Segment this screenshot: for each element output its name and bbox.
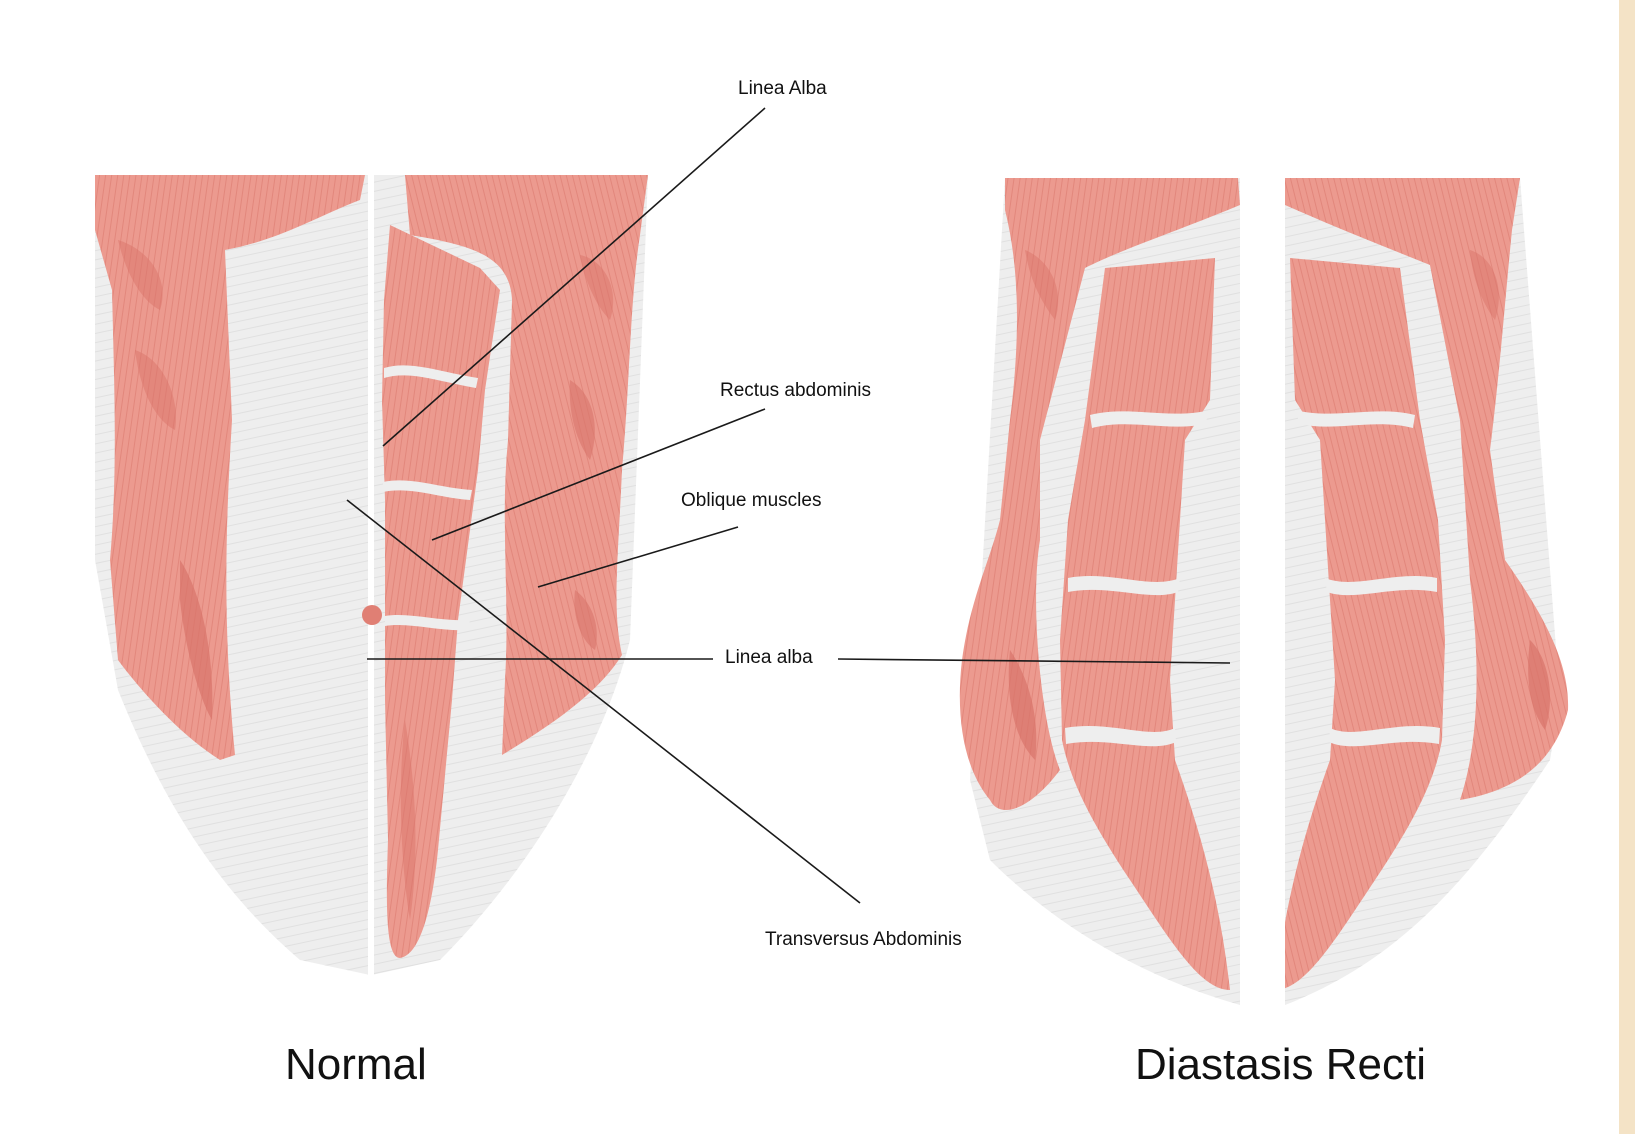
normal-rectus-shade	[400, 720, 416, 920]
diastasis-left-rib-shade	[1025, 250, 1059, 320]
normal-left-oblique	[95, 175, 365, 760]
diastasis-right-rectus-intersection-2	[1325, 576, 1437, 596]
label-transversus-abdominis: Transversus Abdominis	[765, 929, 962, 950]
diastasis-left-rectus	[1060, 258, 1230, 990]
diastasis-right-rib-shade	[1470, 250, 1499, 320]
diastasis-left-oblique-shade	[1008, 650, 1037, 760]
normal-left-rib-shade	[118, 240, 163, 310]
caption-normal: Normal	[285, 1040, 427, 1089]
leader-lines	[346, 107, 1231, 904]
diastasis-left-oblique	[959, 178, 1240, 810]
normal-navel	[362, 605, 382, 625]
leader-transversus-abdominis	[346, 499, 861, 904]
diastasis-right-rectus-intersection-3	[1329, 726, 1440, 747]
normal-torso	[95, 175, 648, 975]
leader-linea-alba-top	[382, 107, 766, 447]
leader-linea-alba-mid-right	[837, 658, 1231, 664]
label-rectus-abdominis: Rectus abdominis	[720, 380, 872, 401]
normal-rectus-intersection-2	[383, 480, 472, 500]
caption-diastasis-recti: Diastasis Recti	[1135, 1040, 1426, 1089]
diastasis-left-rectus-intersection-3	[1065, 726, 1176, 747]
diastasis-left-rectus-intersection-1	[1090, 410, 1210, 428]
normal-linea-alba-gap	[368, 175, 374, 975]
diastasis-right-rectus	[1275, 258, 1445, 990]
normal-right-oblique-shade-2	[574, 590, 597, 650]
diastasis-widened-gap	[1240, 175, 1285, 1000]
normal-rectus-intersection-3	[385, 615, 470, 631]
normal-right-rib-shade	[580, 255, 614, 320]
normal-left-oblique-shade	[180, 560, 213, 720]
edge-strip	[1619, 0, 1635, 1134]
diastasis-left-rectus-intersection-2	[1068, 576, 1180, 596]
diastasis-right-rectus-intersection-1	[1295, 410, 1415, 428]
diastasis-torso	[959, 175, 1569, 1005]
label-linea-alba-mid: Linea alba	[725, 647, 813, 668]
normal-left-oblique-shade-2	[135, 350, 176, 430]
diastasis-right-oblique	[1285, 178, 1569, 800]
leader-oblique-muscles	[537, 526, 739, 588]
normal-right-oblique-shade	[569, 380, 595, 460]
label-linea-alba-top: Linea Alba	[738, 78, 827, 99]
diastasis-right-oblique-shade	[1528, 640, 1550, 730]
label-oblique-muscles: Oblique muscles	[681, 490, 822, 511]
leader-rectus-abdominis	[431, 408, 766, 541]
